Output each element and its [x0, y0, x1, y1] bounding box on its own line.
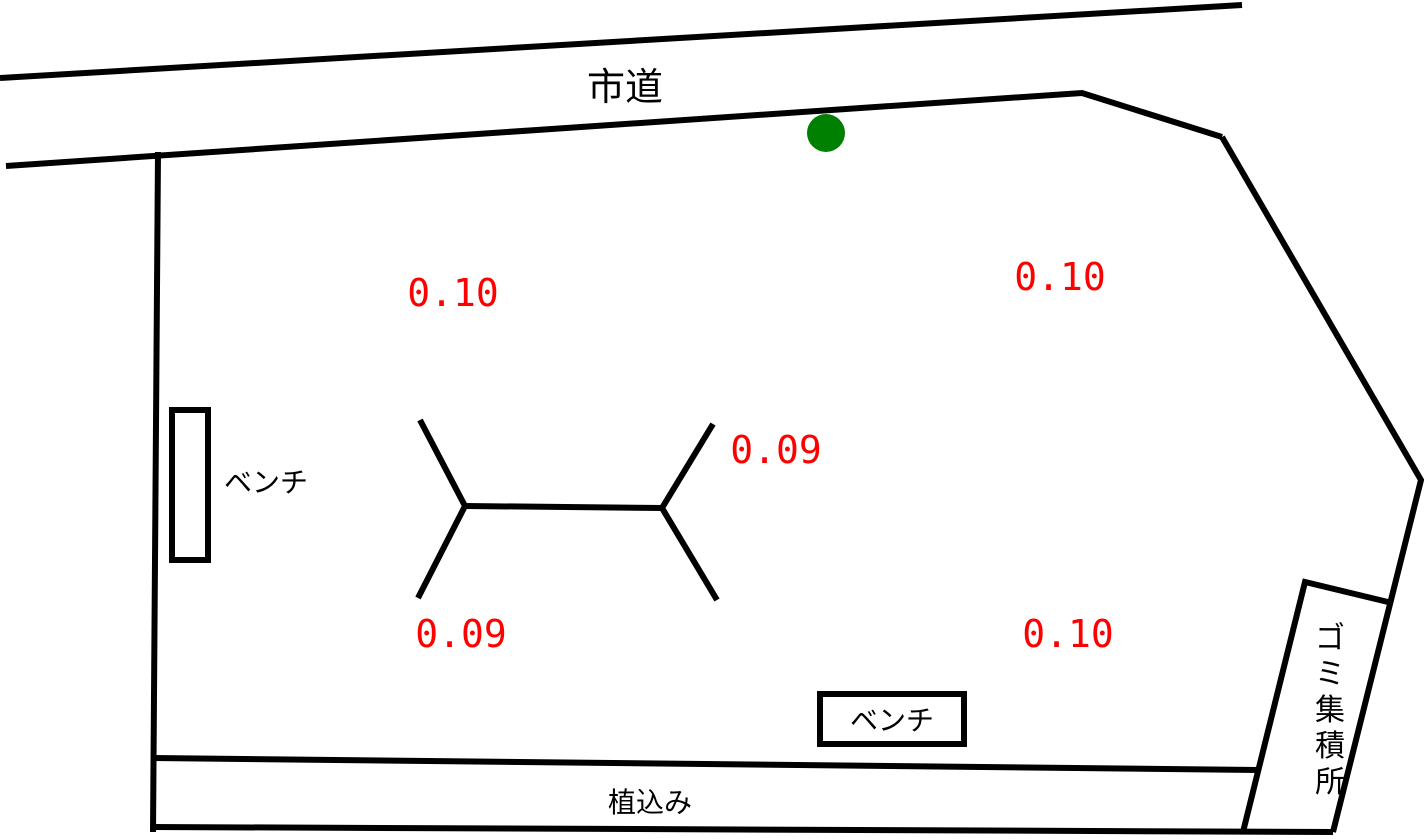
bench-bottom: ベンチ [817, 691, 967, 747]
garbage-area-outline [1240, 578, 1389, 833]
structure-bar [464, 503, 663, 511]
bench-bottom-shape [817, 691, 967, 747]
planting-edge [152, 755, 1259, 773]
bench-left-label: ベンチ [224, 466, 308, 499]
garbage-collection-area: ゴミ集積所 [1240, 578, 1389, 833]
boundary-west [150, 151, 161, 833]
center-structure [415, 418, 720, 602]
boundary-south [150, 824, 1334, 835]
planting-label: 植込み [608, 786, 692, 819]
reading-top-right: 0.10 [1014, 255, 1106, 299]
road: 市道 [0, 2, 1243, 169]
structure-left-arm [415, 418, 469, 600]
boundary-east [1219, 135, 1424, 833]
road-label: 市道 [587, 65, 663, 109]
reading-bottom-left: 0.09 [415, 612, 507, 656]
reading-bottom-right: 0.10 [1022, 612, 1114, 656]
green-dot-icon [807, 114, 845, 152]
structure-right-arm [658, 422, 720, 602]
park-boundary [150, 135, 1424, 835]
bench-left: ベンチ [169, 407, 308, 563]
road-north-edge [0, 2, 1243, 81]
garbage-label: ゴミ集積所 [1315, 621, 1345, 800]
road-south-edge [5, 89, 1223, 169]
bench-bottom-label: ベンチ [850, 704, 934, 737]
bench-left-shape [169, 407, 211, 563]
reading-top-left: 0.10 [407, 271, 499, 315]
reading-middle-right: 0.09 [730, 428, 822, 472]
readings: 0.10 0.10 0.09 0.09 0.10 [407, 255, 1114, 656]
